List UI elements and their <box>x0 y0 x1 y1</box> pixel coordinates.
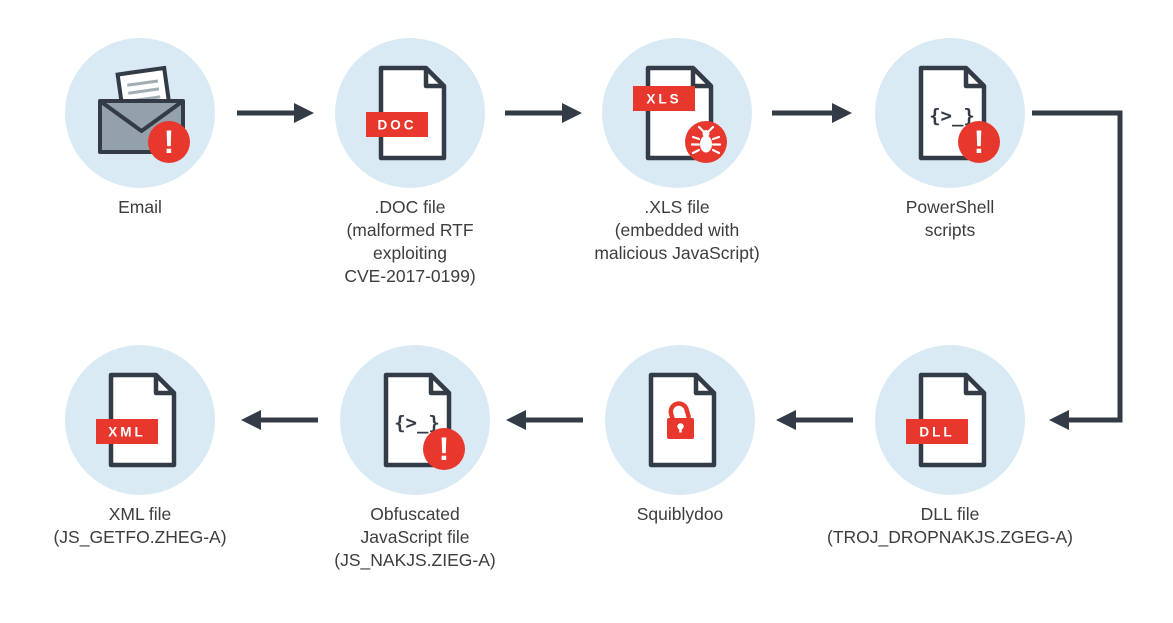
node-powershell: {>_} ! PowerShell scripts <box>875 38 1025 240</box>
node-xls-file: XLS .XLS file (embedded with malicious J… <box>594 38 760 263</box>
document-fold <box>153 375 174 396</box>
alert-badge-icon: ! <box>958 121 1000 163</box>
envelope-flap-lines <box>98 99 185 133</box>
code-glyph: {>_} <box>394 412 440 434</box>
document-fold <box>963 375 984 396</box>
email-icon: ! <box>65 38 215 188</box>
alert-glyph: ! <box>974 124 985 160</box>
document-fold <box>423 68 444 89</box>
node-label-xml-file: XML file (JS_GETFO.ZHEG-A) <box>53 504 227 548</box>
dll-banner-text: DLL <box>919 425 954 440</box>
bug-badge-icon <box>685 121 727 163</box>
arrow-powershell-to-dll-connector <box>1032 110 1123 430</box>
document-fold <box>428 375 449 396</box>
squiblydoo-icon <box>605 345 755 495</box>
xls-banner: XLS <box>633 86 695 111</box>
javascript-file-icon: {>_} ! <box>340 345 490 495</box>
dll-banner: DLL <box>906 419 968 444</box>
node-label-squiblydoo: Squiblydoo <box>636 504 724 524</box>
doc-banner: DOC <box>366 112 428 137</box>
node-label-doc-file: .DOC file (malformed RTF exploiting CVE-… <box>344 197 476 287</box>
doc-file-icon: DOC <box>335 38 485 188</box>
node-doc-file: DOC .DOC file (malformed RTF exploiting … <box>335 38 485 286</box>
code-glyph: {>_} <box>929 105 975 127</box>
node-obfuscated-js: {>_} ! Obfuscated JavaScript file (JS_NA… <box>334 345 496 570</box>
node-email: ! Email <box>65 38 215 217</box>
alert-badge-icon: ! <box>148 121 190 163</box>
node-label-obfuscated-js: Obfuscated JavaScript file (JS_NAKJS.ZIE… <box>334 504 496 571</box>
document-fold <box>963 68 984 89</box>
node-squiblydoo: Squiblydoo <box>605 345 755 524</box>
doc-banner-text: DOC <box>378 118 417 133</box>
document-fold <box>693 375 714 396</box>
node-dll-file: DLL DLL file (TROJ_DROPNAKJS.ZGEG-A) <box>827 345 1073 547</box>
dll-file-icon: DLL <box>875 345 1025 495</box>
xml-banner: XML <box>96 419 158 444</box>
xls-file-icon: XLS <box>602 38 752 188</box>
xls-banner-text: XLS <box>646 92 681 107</box>
node-label-xls-file: .XLS file (embedded with malicious JavaS… <box>594 197 760 264</box>
alert-glyph: ! <box>439 431 450 467</box>
xml-banner-text: XML <box>108 425 146 440</box>
node-label-powershell: PowerShell scripts <box>905 197 995 241</box>
powershell-script-icon: {>_} ! <box>875 38 1025 188</box>
alert-glyph: ! <box>164 124 175 160</box>
alert-badge-icon: ! <box>423 428 465 470</box>
xml-file-icon: XML <box>65 345 215 495</box>
node-label-dll-file: DLL file (TROJ_DROPNAKJS.ZGEG-A) <box>827 504 1073 548</box>
node-label-email: Email <box>118 197 162 217</box>
node-xml-file: XML XML file (JS_GETFO.ZHEG-A) <box>53 345 227 547</box>
open-lock-icon <box>667 401 694 439</box>
